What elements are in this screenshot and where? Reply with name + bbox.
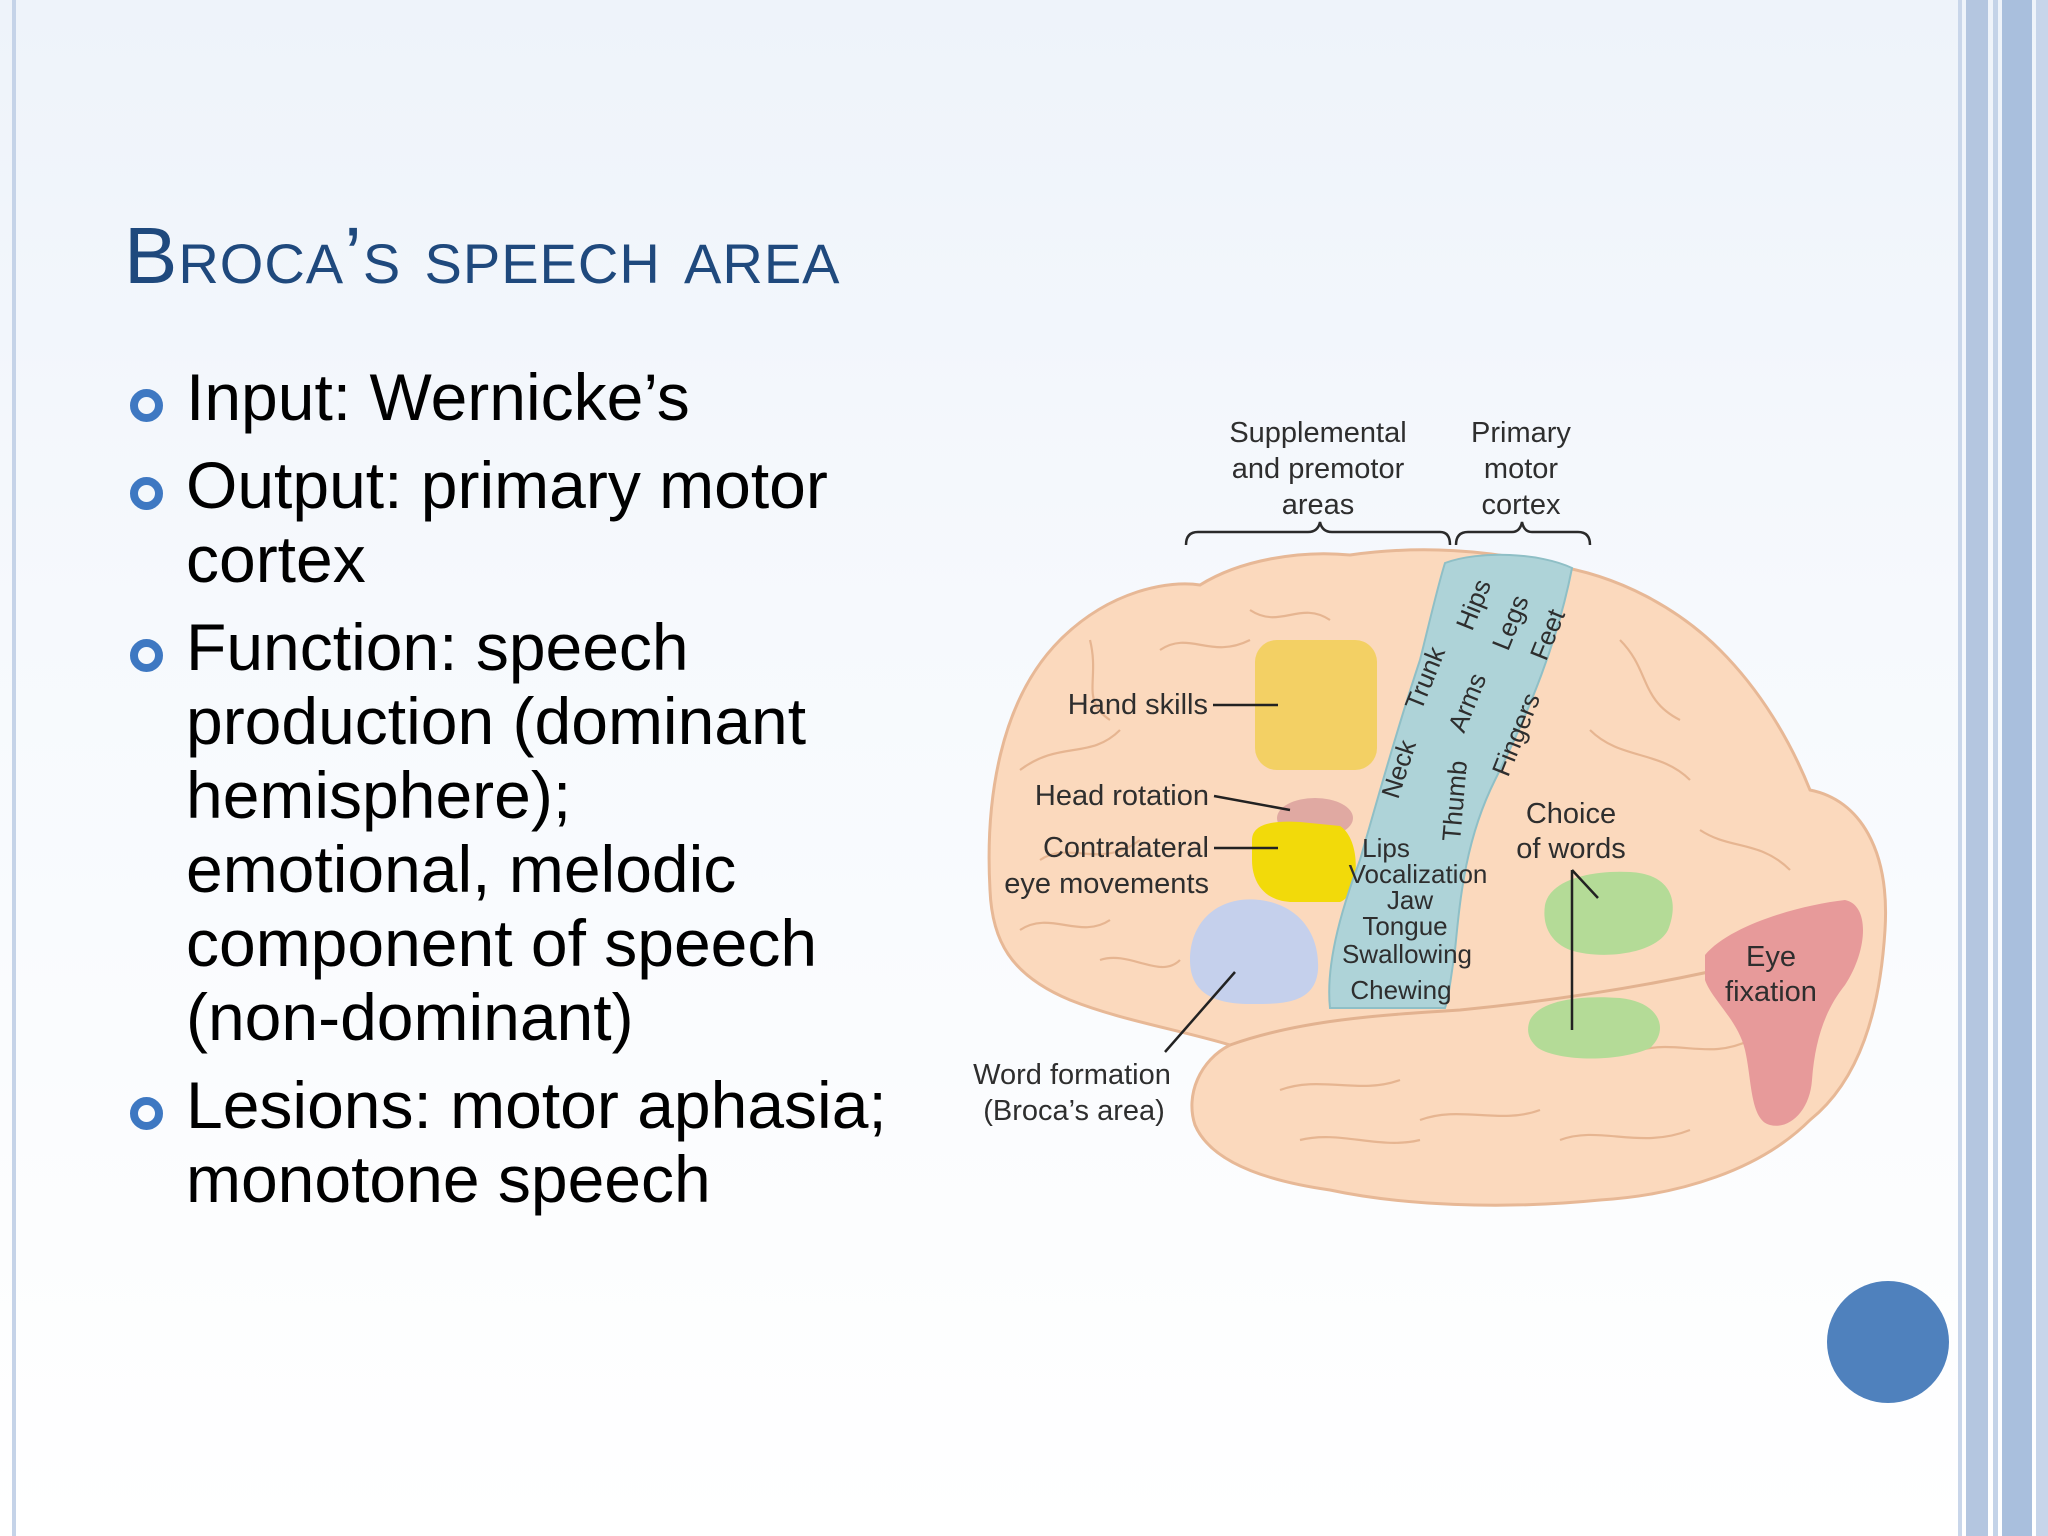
bullet-marker-icon [130, 1097, 163, 1130]
eye-fixation-area [1705, 900, 1864, 1126]
bullet-item: Lesions: motor aphasia; monotone speech [130, 1068, 890, 1216]
label-chewing: Chewing [1350, 975, 1451, 1005]
header-supplemental-line2: and premotor [1232, 453, 1405, 485]
left-border-line [12, 0, 16, 1536]
label-vocalization: Vocalization [1349, 859, 1488, 889]
strip-label-thumb: Thumb [1436, 759, 1473, 842]
label-word-formation-line1: Word formation [973, 1059, 1171, 1091]
label-eye-fixation-line2: fixation [1725, 976, 1817, 1008]
label-jaw: Jaw [1387, 885, 1433, 915]
bullet-text: Input: Wernicke’s [186, 360, 690, 434]
hand-skills-area [1255, 640, 1377, 770]
label-contralateral-line2: eye movements [1004, 868, 1209, 900]
right-border-line-2 [1993, 0, 1998, 1536]
primary-motor-strip [1328, 553, 1574, 1009]
bullet-text: Lesions: motor aphasia; monotone speech [186, 1068, 887, 1216]
bullet-item: Input: Wernicke’s [130, 360, 890, 434]
bullet-marker-icon [130, 477, 163, 510]
label-lips: Lips [1362, 833, 1410, 863]
header-primary-line1: Primary [1471, 417, 1571, 449]
bullet-list: Input: Wernicke’s Output: primary motor … [130, 360, 890, 1230]
right-border-bar [1966, 0, 1988, 1536]
header-primary-line2: motor [1484, 453, 1558, 485]
choice-of-words-area-upper [1544, 871, 1673, 955]
face-area-labels: Lips Vocalization Jaw Tongue Swallowing … [1342, 833, 1487, 1005]
leader-word-formation [1164, 971, 1236, 1053]
lateral-sulcus [1229, 958, 1761, 1047]
leader-choice-of-words [1570, 869, 1599, 1030]
right-border-edge [2036, 0, 2048, 1536]
bullet-item: Output: primary motor cortex [130, 448, 890, 596]
eye-movement-area [1252, 821, 1356, 902]
label-contralateral-line1: Contralateral [1043, 832, 1209, 864]
header-supplemental-line1: Supplemental [1229, 417, 1406, 449]
bullet-text: Output: primary motor cortex [186, 448, 828, 596]
bullet-item: Function: speech production (dominant he… [130, 610, 890, 1054]
header-supplemental-line3: areas [1282, 489, 1355, 521]
slide-title: Broca’s speech area [124, 211, 841, 300]
broca-area [1190, 899, 1319, 1005]
header-primary-line3: cortex [1482, 489, 1561, 521]
choice-of-words-area-lower [1528, 997, 1660, 1059]
leader-head-rotation [1213, 794, 1291, 812]
label-choice-of-words-line1: Choice [1526, 798, 1616, 830]
label-hand-skills: Hand skills [1068, 689, 1208, 721]
label-choice-of-words-line2: of words [1516, 833, 1626, 865]
brain-motor-areas-diagram: Supplemental and premotor areas Primary … [973, 417, 1888, 1207]
brace-primary [1454, 521, 1592, 546]
brain-sulci [1019, 609, 1791, 1144]
accent-circle [1827, 1281, 1949, 1403]
bullet-text: Function: speech production (dominant he… [186, 610, 818, 1054]
label-word-formation-line2: (Broca’s area) [983, 1095, 1165, 1127]
right-border-line-thin [1958, 0, 1962, 1536]
label-tongue: Tongue [1362, 911, 1447, 941]
label-eye-fixation-line1: Eye [1746, 941, 1796, 973]
bullet-marker-icon [130, 639, 163, 672]
brace-supplemental [1184, 521, 1452, 546]
label-swallowing: Swallowing [1342, 939, 1472, 969]
label-head-rotation: Head rotation [1035, 780, 1209, 812]
bullet-marker-icon [130, 389, 163, 422]
right-border-bar-2 [2002, 0, 2032, 1536]
